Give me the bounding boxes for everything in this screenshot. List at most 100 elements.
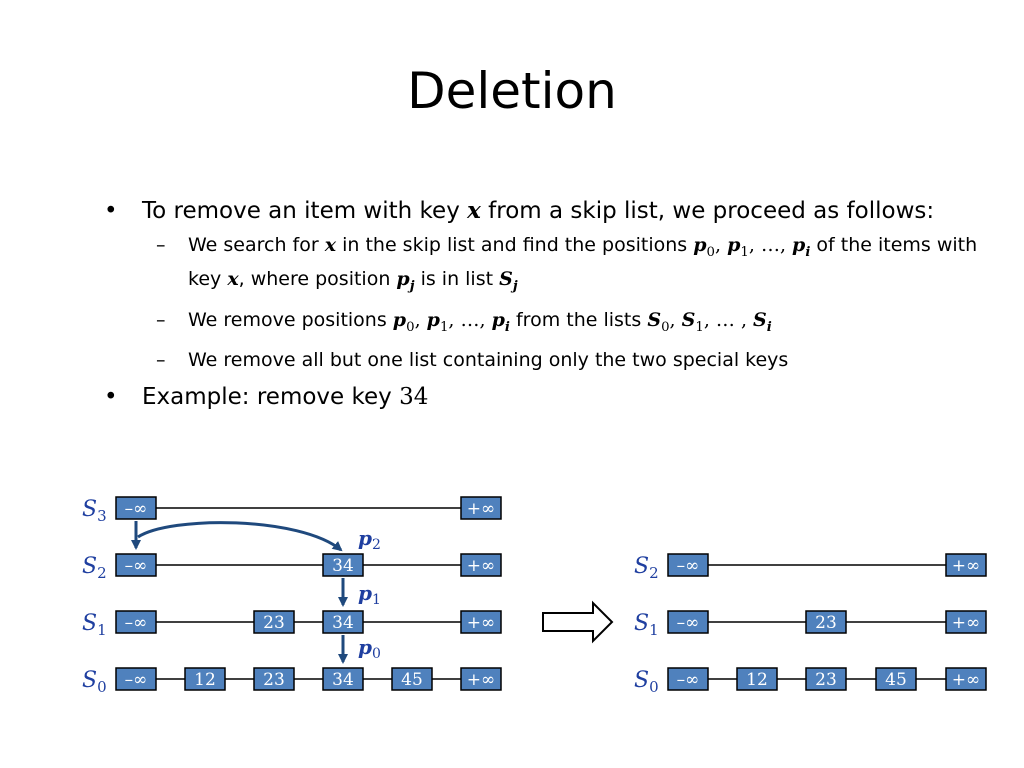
row-label-s3: S3: [82, 497, 107, 525]
math-ellipsis: , …,: [448, 308, 492, 331]
list-node: –∞: [115, 610, 157, 634]
math-Sj: Sj: [499, 267, 518, 294]
math-S0: S0: [647, 308, 670, 335]
svg-text:12: 12: [746, 670, 768, 690]
svg-text:+∞: +∞: [952, 556, 980, 576]
list-node: –∞: [115, 496, 157, 520]
svg-text:–∞: –∞: [677, 670, 700, 690]
list-node: 12: [184, 667, 226, 691]
bullet-text: Example: remove key: [142, 384, 400, 411]
math-pi: pi: [491, 308, 510, 335]
svg-text:–∞: –∞: [125, 613, 148, 633]
svg-text:+∞: +∞: [952, 613, 980, 633]
left-connector-lines: [156, 507, 461, 680]
list-node: 34: [322, 667, 364, 691]
math-x: x: [227, 267, 239, 290]
pointer-label-p1: p1: [358, 581, 381, 608]
math-p1: p1: [426, 308, 449, 335]
subbullet-text: from the lists: [509, 308, 648, 331]
list-node: +∞: [945, 667, 987, 691]
svg-text:+∞: +∞: [467, 556, 495, 576]
list-node: –∞: [667, 553, 709, 577]
svg-text:–∞: –∞: [677, 613, 700, 633]
svg-text:12: 12: [194, 670, 216, 690]
svg-text:–∞: –∞: [125, 499, 148, 519]
bullet-dot-icon: •: [104, 198, 118, 224]
svg-text:23: 23: [815, 613, 837, 633]
subbullet-text: We search for: [188, 234, 325, 256]
transform-arrow-icon: [542, 600, 614, 644]
math-key: 34: [399, 384, 429, 411]
math-x: x: [324, 234, 337, 256]
list-node: +∞: [460, 667, 502, 691]
list-node: +∞: [945, 553, 987, 577]
svg-text:45: 45: [885, 670, 907, 690]
list-node: +∞: [460, 496, 502, 520]
svg-text:+∞: +∞: [467, 613, 495, 633]
svg-text:34: 34: [332, 556, 354, 576]
subbullet-remove-positions: – We remove positions p0, p1, …, pi from…: [156, 308, 772, 335]
svg-text:45: 45: [401, 670, 423, 690]
list-node: 23: [805, 667, 847, 691]
right-connector-lines: [708, 564, 946, 680]
row-label-s1: S1: [82, 611, 107, 639]
list-node: +∞: [460, 553, 502, 577]
pointer-label-p0: p0: [358, 635, 381, 662]
list-node: –∞: [115, 667, 157, 691]
math-x: x: [467, 197, 481, 224]
row-label-s0: S0: [82, 668, 107, 696]
subbullet-text: , where position: [238, 267, 397, 290]
math-p0: p0: [392, 308, 415, 335]
dash-icon: –: [156, 234, 166, 256]
row-label-s2: S2: [82, 554, 107, 582]
svg-text:+∞: +∞: [467, 499, 495, 519]
list-node: 23: [805, 610, 847, 634]
list-node: +∞: [945, 610, 987, 634]
row-label-s0: S0: [634, 668, 659, 696]
math-pj: pj: [396, 267, 415, 294]
bullet-text: from a skip list, we proceed as follows:: [480, 198, 935, 224]
math-ellipsis: , … ,: [703, 308, 754, 331]
math-p1: p1: [727, 234, 749, 260]
svg-text:34: 34: [332, 613, 354, 633]
svg-text:+∞: +∞: [952, 670, 980, 690]
subbullet-search: – We search for x in the skip list and f…: [156, 234, 978, 294]
list-node: 23: [253, 667, 295, 691]
list-node: –∞: [667, 610, 709, 634]
subbullet-text: of the items with key: [188, 234, 978, 290]
list-node: 12: [736, 667, 778, 691]
list-node: +∞: [460, 610, 502, 634]
curved-arrow-icon: [137, 521, 343, 552]
list-node: 34: [322, 553, 364, 577]
row-label-s2: S2: [634, 554, 659, 582]
list-node: –∞: [667, 667, 709, 691]
list-node: 45: [875, 667, 917, 691]
svg-text:34: 34: [332, 670, 354, 690]
search-path-arrows: [131, 521, 348, 664]
svg-text:–∞: –∞: [125, 670, 148, 690]
math-ellipsis: , …,: [748, 234, 793, 256]
slide-title: Deletion: [407, 62, 617, 120]
math-pi: pi: [792, 234, 811, 260]
list-node: 45: [391, 667, 433, 691]
svg-text:–∞: –∞: [677, 556, 700, 576]
svg-text:23: 23: [815, 670, 837, 690]
math-S1: S1: [681, 308, 704, 335]
bullet-remove-intro: • To remove an item with key x from a sk…: [104, 196, 984, 226]
svg-text:23: 23: [263, 670, 285, 690]
subbullet-text: We remove all but one list containing on…: [188, 349, 789, 372]
list-node: 34: [322, 610, 364, 634]
subbullet-text: is in list: [414, 267, 500, 290]
bullet-text: To remove an item with key: [142, 198, 468, 224]
bullet-dot-icon: •: [104, 384, 118, 411]
svg-text:–∞: –∞: [125, 556, 148, 576]
pointer-label-p2: p2: [358, 526, 381, 553]
svg-text:+∞: +∞: [467, 670, 495, 690]
dash-icon: –: [156, 349, 166, 372]
list-node: –∞: [115, 553, 157, 577]
bullet-example: • Example: remove key 34: [104, 382, 984, 412]
subbullet-remove-lists: – We remove all but one list containing …: [104, 347, 984, 374]
dash-icon: –: [156, 308, 166, 331]
subbullet-text: in the skip list and find the positions: [336, 234, 694, 256]
